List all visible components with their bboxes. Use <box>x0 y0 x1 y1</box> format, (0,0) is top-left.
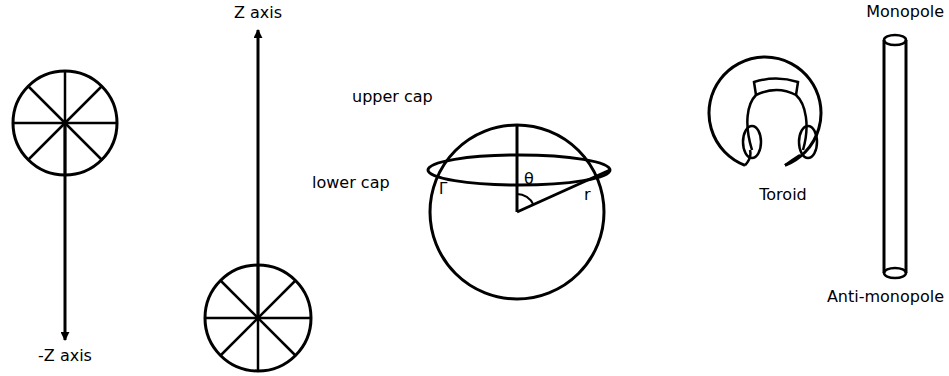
axis-arrow <box>257 30 260 318</box>
axis-arrow <box>64 123 67 340</box>
tube-end <box>884 35 906 45</box>
object-label: Toroid <box>759 186 806 204</box>
tube-end <box>884 268 906 278</box>
polar-axis <box>516 125 519 212</box>
region-label: lower cap <box>312 174 390 192</box>
radius-symbol: r <box>584 186 591 204</box>
toroid-cross-section <box>743 126 761 158</box>
toroid-cross-section <box>799 126 817 158</box>
object-label: Anti-monopole <box>827 288 944 306</box>
region-label: upper cap <box>352 88 433 106</box>
cap-boundary <box>428 155 610 185</box>
toroid-outline <box>709 57 821 165</box>
flux-tube <box>905 40 908 273</box>
toroid-inner <box>754 79 798 96</box>
boundary-symbol: Γ <box>439 181 447 198</box>
toroid-inner <box>747 90 806 150</box>
angle-arc <box>517 194 533 205</box>
radius-line <box>517 170 610 212</box>
angle-symbol: θ <box>524 170 534 188</box>
axis-label: -Z axis <box>38 347 92 365</box>
flux-tube <box>883 40 886 273</box>
object-label: Monopole <box>866 3 944 21</box>
axis-label: Z axis <box>234 4 282 22</box>
